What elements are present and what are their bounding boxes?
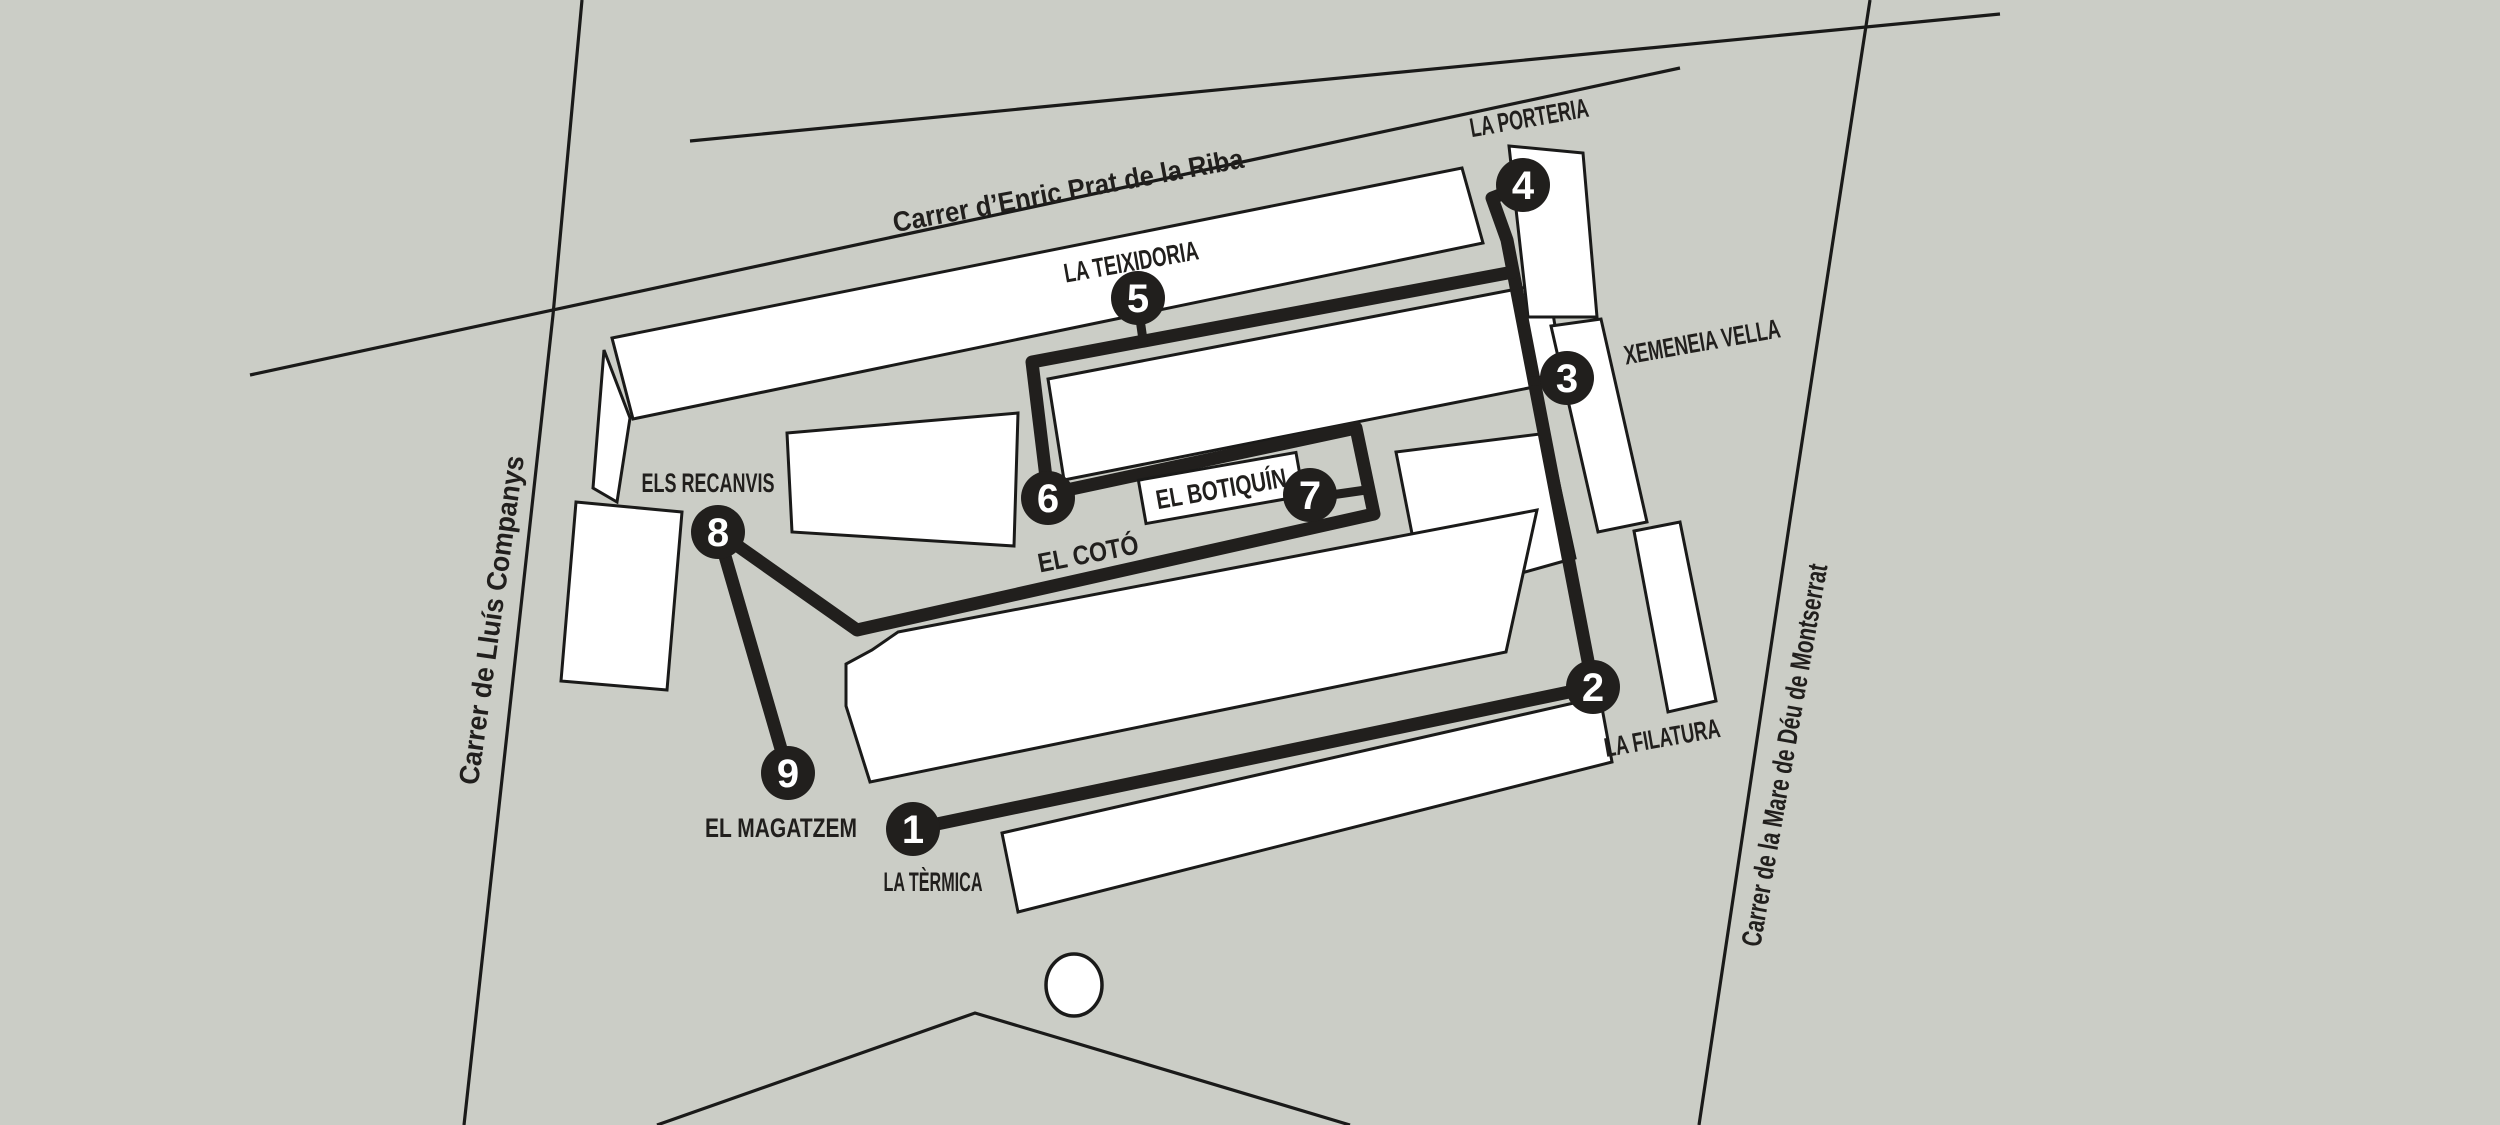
boundary-line-south <box>656 1011 1351 1125</box>
label-la-termica: LA TÈRMICA <box>884 866 983 897</box>
marker-1-dot <box>886 802 940 856</box>
route-stop-marker-8[interactable]: 8 <box>691 505 745 559</box>
marker-5-dot <box>1111 271 1165 325</box>
route-stop-marker-4[interactable]: 4 <box>1496 158 1550 212</box>
route-stop-marker-2[interactable]: 2 <box>1566 660 1620 714</box>
marker-4-number: 4 <box>1512 164 1535 208</box>
marker-6-number: 6 <box>1037 477 1059 521</box>
marker-8-number: 8 <box>707 511 729 555</box>
marker-6-dot <box>1021 471 1075 525</box>
chimney-circle <box>1044 952 1104 1018</box>
marker-9-dot <box>761 746 815 800</box>
marker-8-dot <box>691 505 745 559</box>
route-stop-marker-5[interactable]: 5 <box>1111 271 1165 325</box>
street-line-west <box>462 0 584 1125</box>
marker-4-dot <box>1496 158 1550 212</box>
marker-7-dot <box>1283 468 1337 522</box>
marker-3-dot <box>1540 351 1594 405</box>
street-line-north-upper <box>689 12 2001 143</box>
building-la-termica <box>1000 695 1614 914</box>
building-west-wing <box>591 349 632 505</box>
marker-1-number: 1 <box>902 808 924 852</box>
marker-5-number: 5 <box>1127 277 1149 321</box>
marker-7-number: 7 <box>1299 474 1321 518</box>
marker-9-number: 9 <box>777 752 799 796</box>
building-la-teixidoria <box>610 166 1485 421</box>
building-small-annex <box>785 411 1020 548</box>
building-els-recanvis <box>559 500 684 692</box>
label-els-recanvis: ELS RECANVIS <box>642 468 775 498</box>
label-el-magatzem: EL MAGATZEM <box>705 813 857 843</box>
route-stop-marker-1[interactable]: 1 <box>886 802 940 856</box>
marker-2-dot <box>1566 660 1620 714</box>
route-stop-marker-9[interactable]: 9 <box>761 746 815 800</box>
street-line-north-lower <box>249 66 1681 377</box>
street-line-east <box>1697 0 1872 1125</box>
marker-2-number: 2 <box>1582 666 1604 710</box>
route-stop-marker-3[interactable]: 3 <box>1540 351 1594 405</box>
route-stop-marker-7[interactable]: 7 <box>1283 468 1337 522</box>
route-segment-4-5-6 <box>1025 265 1520 501</box>
building-la-filatura <box>844 508 1539 784</box>
route-stop-marker-6[interactable]: 6 <box>1021 471 1075 525</box>
route-segment-6-7-8-9 <box>711 421 1381 780</box>
marker-3-number: 3 <box>1556 357 1578 401</box>
building-strip-south <box>1632 520 1718 714</box>
